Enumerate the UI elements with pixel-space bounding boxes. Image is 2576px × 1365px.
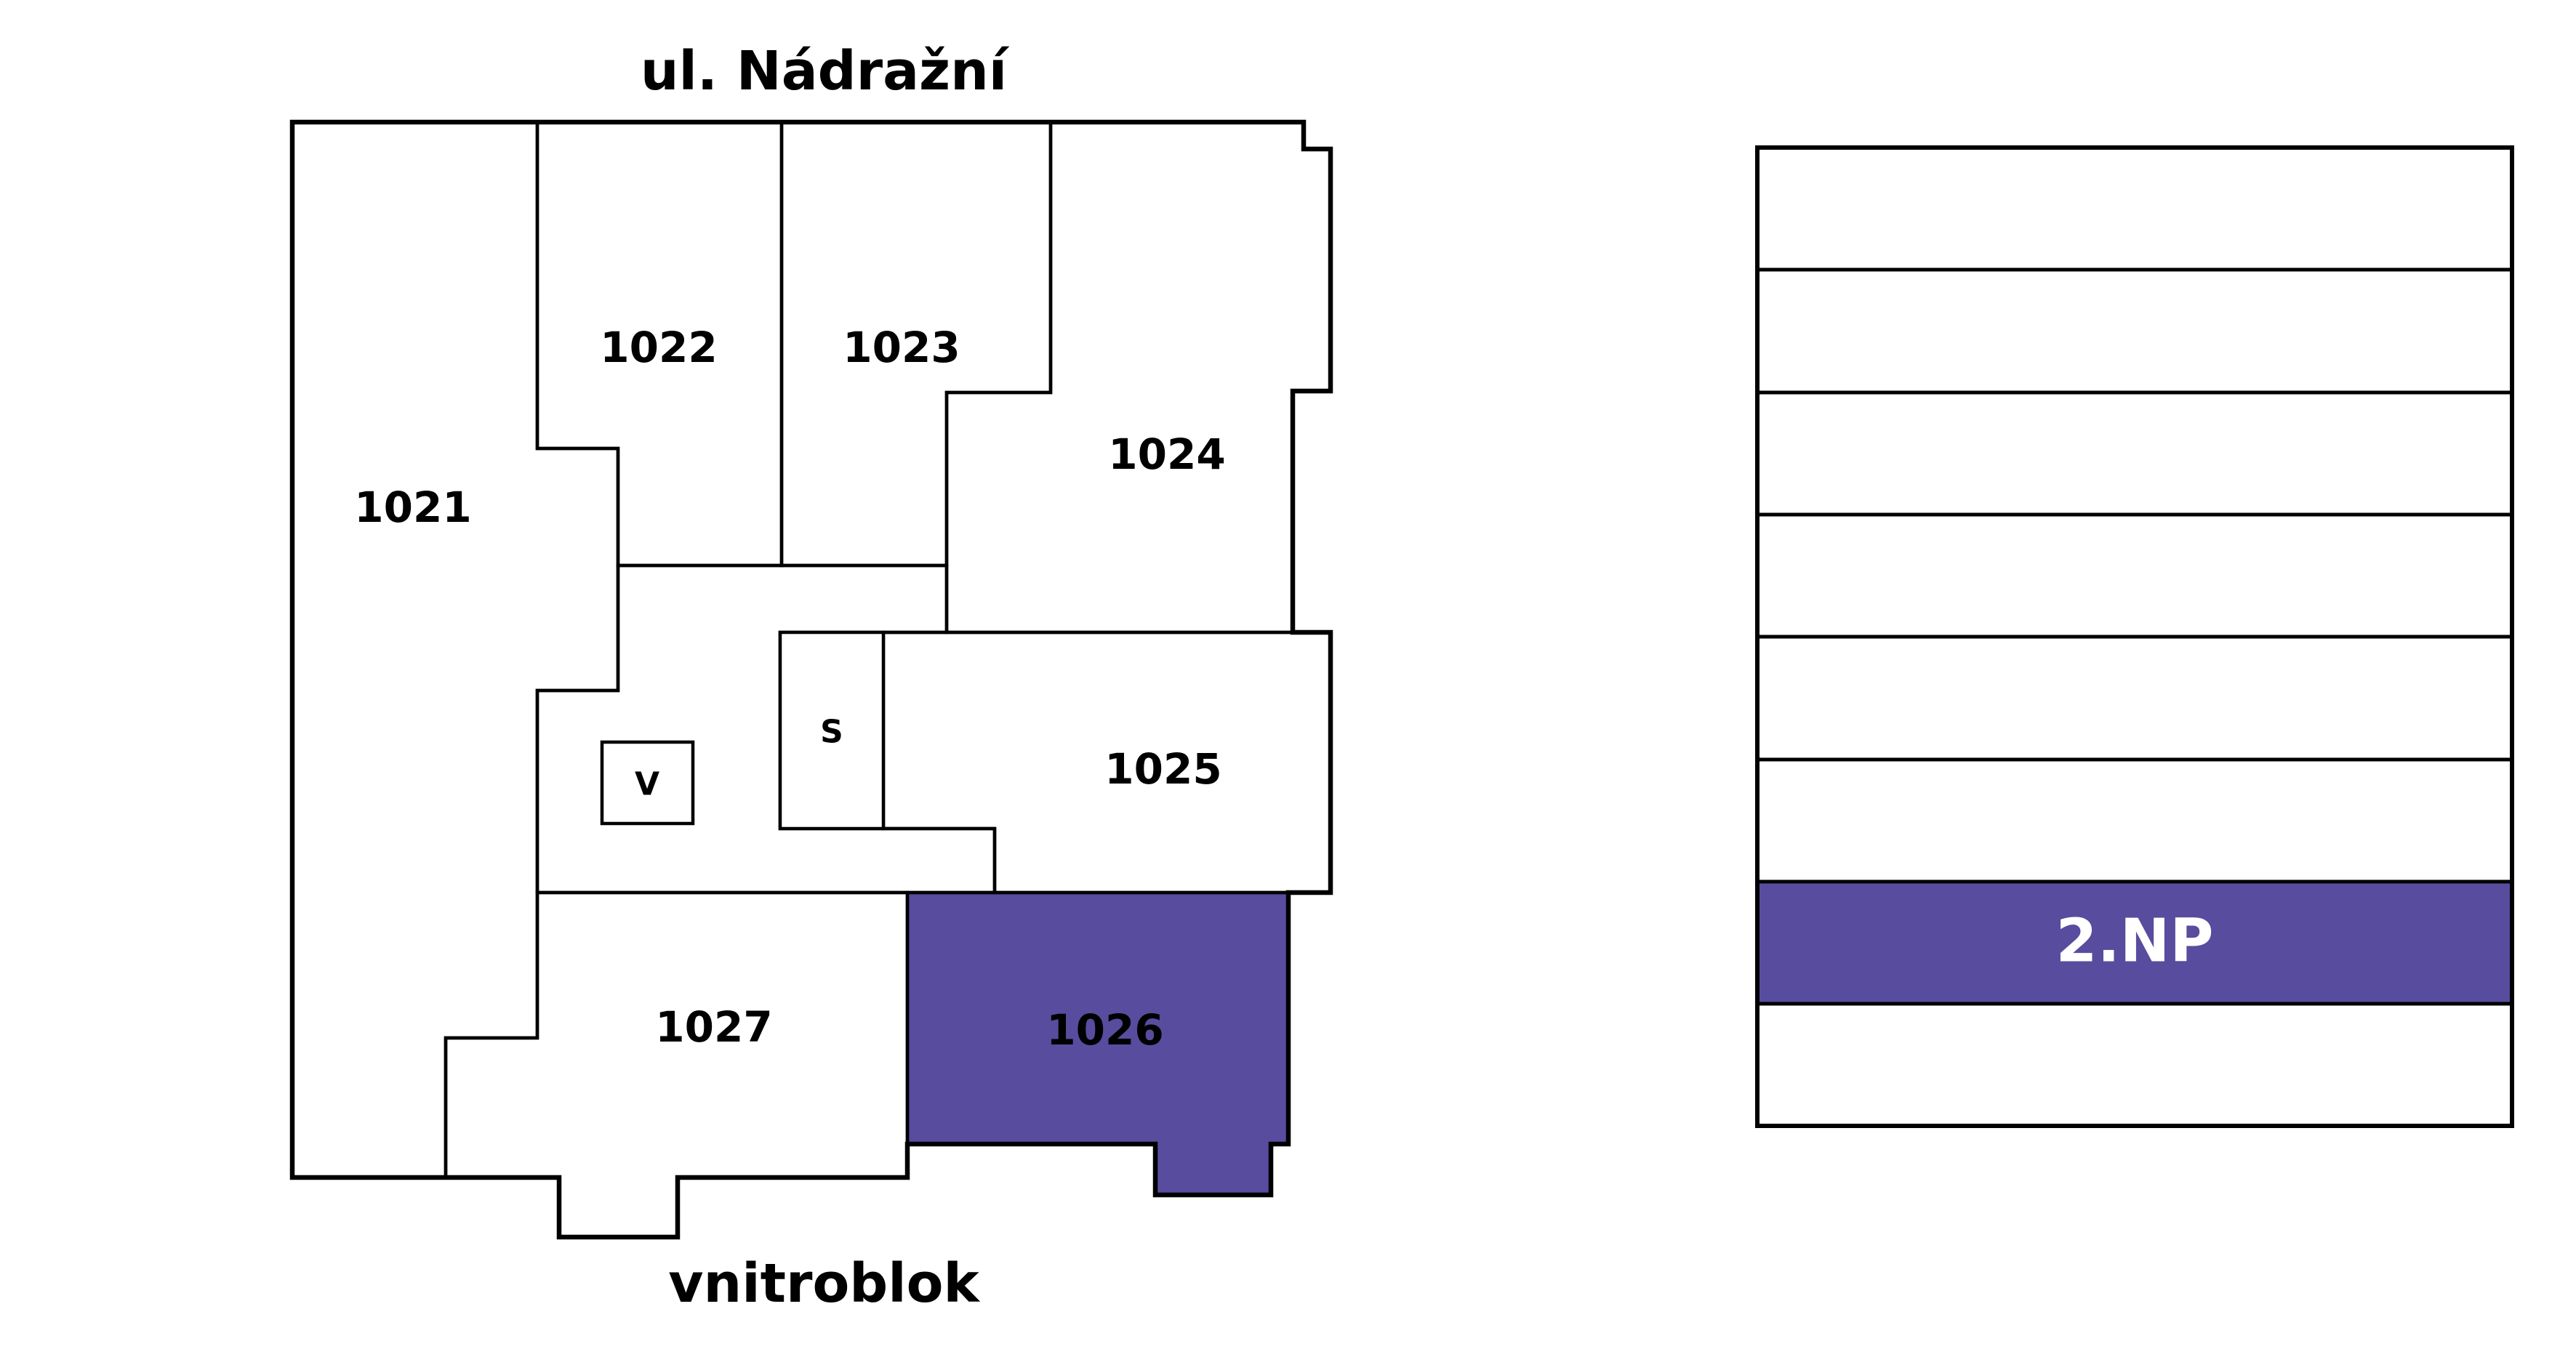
floor-row[interactable] <box>1757 515 2512 637</box>
floor-plan: 1021 1022 1023 1024 1025 1026 1027 V S <box>289 119 1333 1240</box>
unit-label-1027: 1027 <box>655 1002 772 1052</box>
street-title: ul. Nádražní <box>641 40 1010 102</box>
floor-row-selected[interactable] <box>1757 882 2512 1004</box>
floor-row[interactable] <box>1757 270 2512 392</box>
floor-row[interactable] <box>1757 637 2512 759</box>
floor-row[interactable] <box>1757 148 2512 270</box>
unit-label-1021: 1021 <box>354 483 471 532</box>
unit-label-1022: 1022 <box>600 323 717 372</box>
floor-row[interactable] <box>1757 392 2512 515</box>
unit-label-1026: 1026 <box>1046 1005 1163 1055</box>
unit-label-1024: 1024 <box>1108 430 1225 479</box>
utility-label-s: S <box>820 714 843 751</box>
floor-selector: 2.NP <box>1755 145 2514 1128</box>
selected-floor-label: 2.NP <box>2056 907 2214 976</box>
unit-label-1025: 1025 <box>1104 744 1221 794</box>
floor-row[interactable] <box>1757 1004 2512 1126</box>
building-outline <box>289 119 1333 1240</box>
utility-label-v: V <box>635 766 659 803</box>
corridor-region <box>535 563 997 895</box>
utility-room-s <box>778 630 886 831</box>
floor-selector-frame <box>1755 145 2514 1128</box>
courtyard-title: vnitroblok <box>668 1252 980 1315</box>
utility-room-v <box>600 740 695 826</box>
unit-label-1023: 1023 <box>843 323 960 372</box>
floor-row[interactable] <box>1757 759 2512 882</box>
